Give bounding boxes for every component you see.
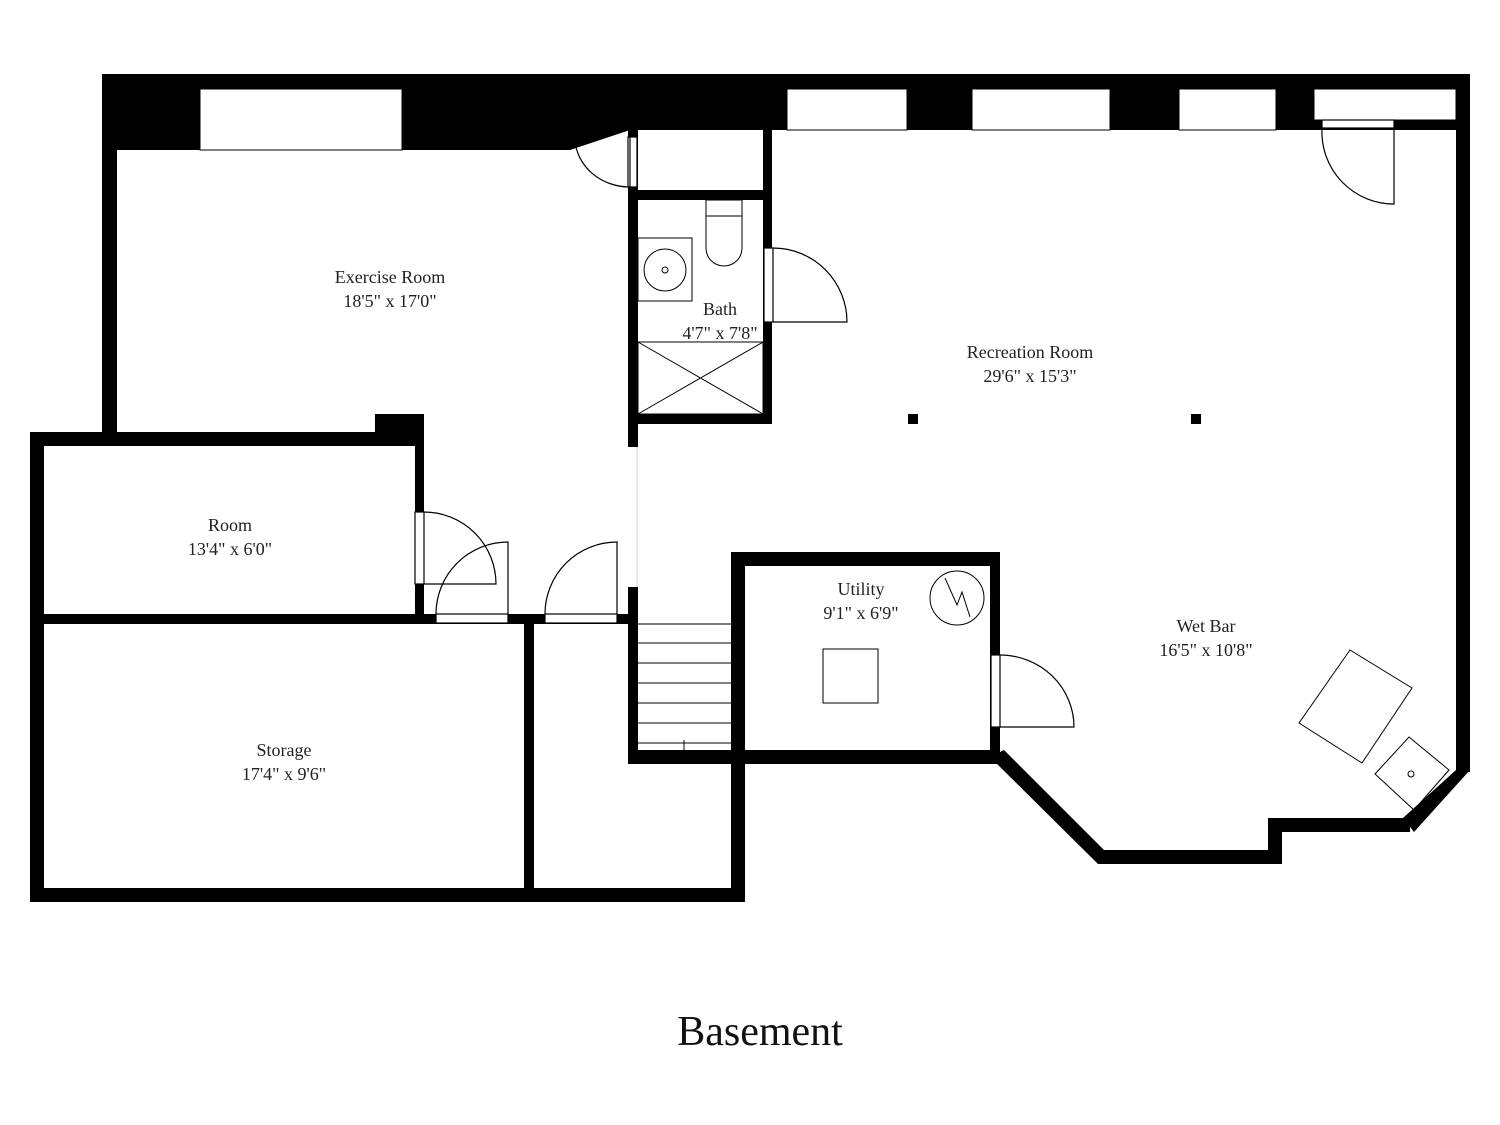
room-label-utility: Utility 9'1" x 6'9" bbox=[823, 577, 898, 625]
room-name: Utility bbox=[837, 579, 885, 599]
room-dims: 29'6" x 15'3" bbox=[983, 366, 1077, 386]
room-name: Storage bbox=[256, 740, 312, 760]
room-dims: 9'1" x 6'9" bbox=[823, 603, 899, 623]
room-label-wet-bar: Wet Bar 16'5" x 10'8" bbox=[1159, 614, 1252, 662]
room-name: Exercise Room bbox=[334, 267, 446, 287]
room-label-recreation: Recreation Room 29'6" x 15'3" bbox=[967, 340, 1093, 388]
room-label-room: Room 13'4" x 6'0" bbox=[188, 513, 272, 561]
room-dims: 13'4" x 6'0" bbox=[187, 539, 273, 559]
room-dims: 18'5" x 17'0" bbox=[343, 291, 437, 311]
doors bbox=[414, 119, 1395, 728]
columns bbox=[908, 414, 1201, 424]
room-name: Room bbox=[207, 515, 252, 535]
stairs bbox=[638, 623, 731, 763]
floor-title: Basement bbox=[677, 1009, 843, 1055]
room-label-bath: Bath 4'7" x 7'8" bbox=[682, 297, 757, 345]
fixtures bbox=[637, 199, 1450, 811]
windows bbox=[199, 88, 1457, 151]
room-name: Bath bbox=[703, 299, 737, 319]
room-label-storage: Storage 17'4" x 9'6" bbox=[242, 738, 326, 786]
room-dims: 17'4" x 9'6" bbox=[241, 764, 327, 784]
room-name: Wet Bar bbox=[1176, 616, 1236, 636]
room-name: Recreation Room bbox=[966, 342, 1094, 362]
room-dims: 4'7" x 7'8" bbox=[682, 323, 758, 343]
room-label-exercise: Exercise Room 18'5" x 17'0" bbox=[335, 265, 445, 313]
room-dims: 16'5" x 10'8" bbox=[1159, 640, 1253, 660]
